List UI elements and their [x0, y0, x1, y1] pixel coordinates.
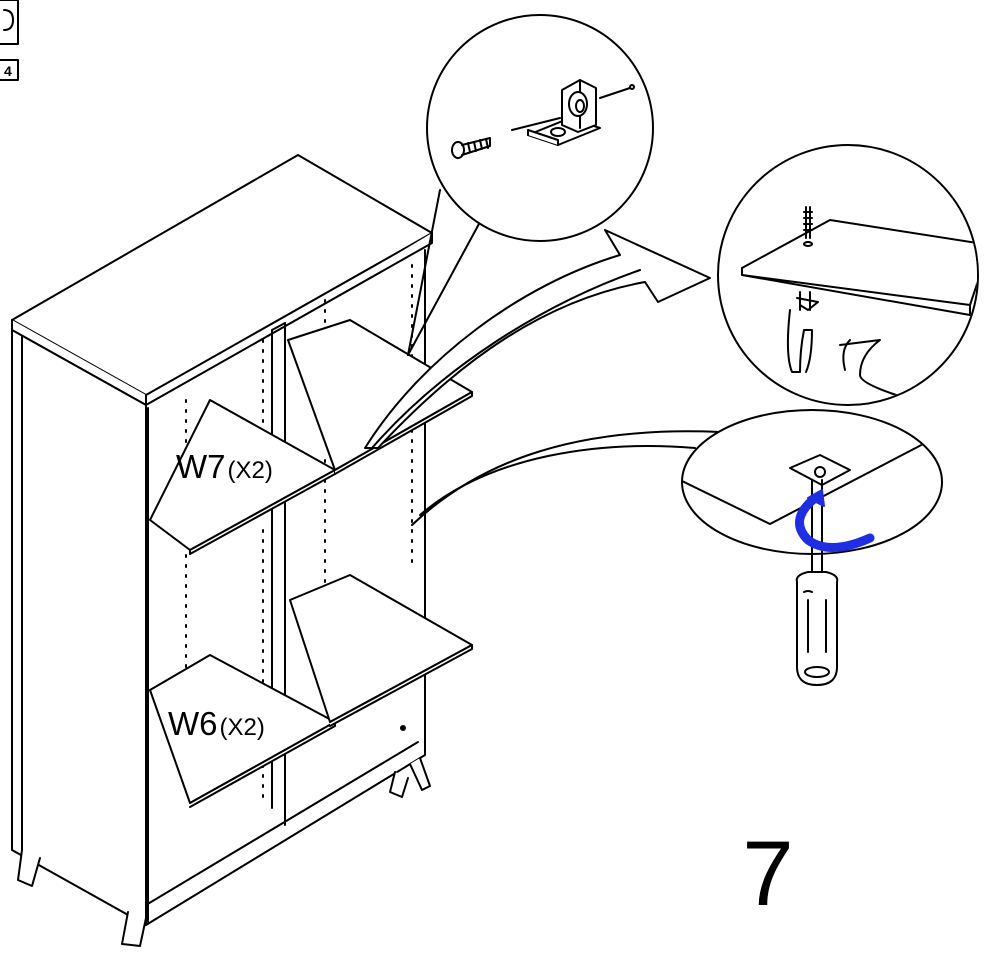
insertion-arrow	[364, 229, 711, 449]
callout-screwdriver	[411, 409, 943, 686]
shelf-w7-left	[149, 399, 336, 555]
part-label-w6: W6(X2)	[168, 705, 265, 742]
page-corner-marker: 4	[0, 0, 19, 81]
screw-vertical-icon	[803, 206, 813, 247]
part-qty-w7: (X2)	[228, 457, 273, 484]
step-number: 7	[742, 823, 793, 925]
callout-screw-clip	[407, 14, 654, 356]
shelf-w7-right	[287, 319, 473, 475]
part-code-w7: W7	[176, 448, 226, 485]
callout-shelf-clip	[717, 144, 979, 406]
part-qty-w6: (X2)	[220, 714, 265, 741]
part-code-w6: W6	[168, 705, 218, 742]
cabinet	[11, 154, 433, 947]
shelf-w6-right	[289, 574, 473, 727]
rotate-arrow-icon	[795, 489, 875, 553]
screw-icon	[451, 137, 491, 159]
svg-text:W7(X2): W7(X2)	[176, 448, 273, 485]
screwdriver-icon	[795, 479, 839, 686]
shelf-clip-icon	[527, 79, 601, 146]
shelf-clip-icon-hanging	[786, 291, 819, 373]
part-label-w7: W7(X2)	[176, 448, 273, 485]
page-number: 4	[4, 63, 12, 79]
svg-text:W6(X2): W6(X2)	[168, 705, 265, 742]
